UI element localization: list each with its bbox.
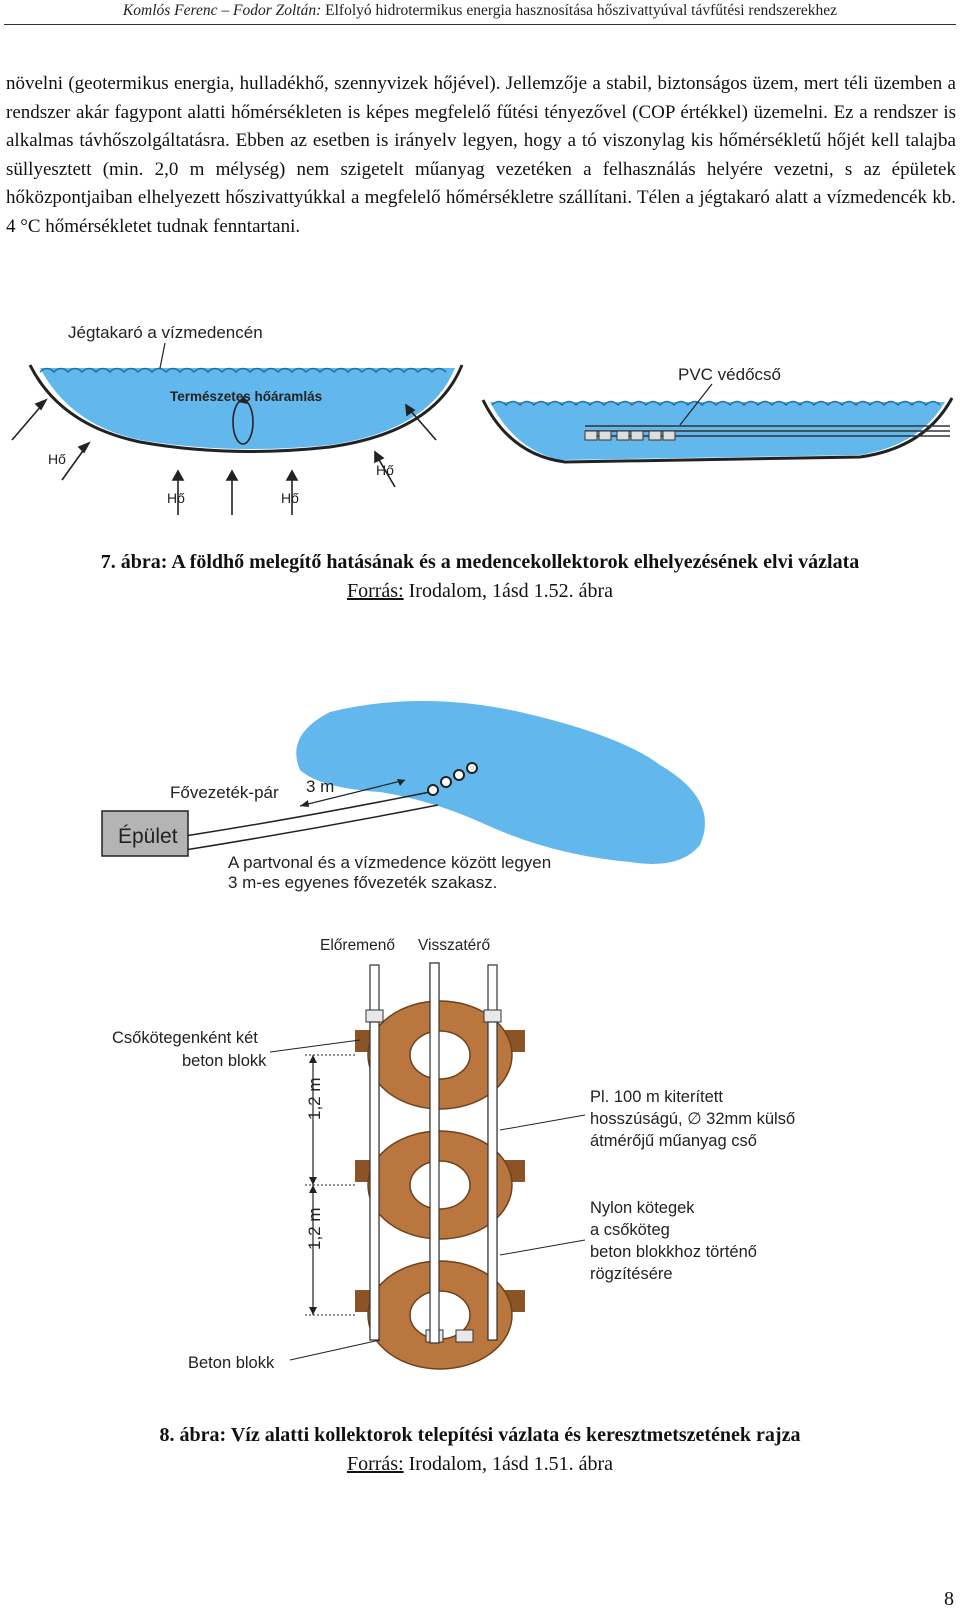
figure-8-plan: Fővezeték-pár 3 m Épület A partvonal és … <box>101 701 795 1372</box>
nylon-label-line-4: rögzítésére <box>590 1265 673 1283</box>
dimension-label-2: 1,2 m <box>305 1207 324 1250</box>
pond-left-water <box>40 368 455 449</box>
figure-7-caption-title: 7. ábra: A földhő melegítő hatásának és … <box>100 551 860 573</box>
figure-7-source-text: Irodalom, 1ásd 1.52. ábra <box>403 580 614 602</box>
header-title: Elfolyó hidrotermikus energia hasznosítá… <box>325 2 838 19</box>
pipe-pointer <box>499 1114 586 1131</box>
figure-7-caption: 7. ábra: A földhő melegítő hatásának és … <box>0 548 960 606</box>
pipe-label-line-3: átmérőjű műanyag cső <box>590 1132 757 1150</box>
ice-label: Jégtakaró a vízmedencén <box>68 323 263 342</box>
natural-flow-label: Természetes hőáramlás <box>170 389 322 404</box>
concrete-block-1 <box>355 1000 525 1110</box>
pond-plan <box>296 701 705 864</box>
pipe-label-line-1: Pl. 100 m kiterített <box>590 1088 723 1106</box>
body-paragraph: növelni (geotermikus energia, hulladékhő… <box>6 73 956 237</box>
pvc-pointer <box>679 383 713 426</box>
main-pipe-2 <box>184 804 439 851</box>
dimension-label-1: 1,2 m <box>305 1077 324 1120</box>
figure-7-source-label: Forrás: <box>346 580 404 602</box>
pvc-pipe <box>585 425 950 437</box>
building-label: Épület <box>118 825 178 848</box>
pvc-label: PVC védőcső <box>678 365 781 384</box>
body-text: növelni (geotermikus energia, hulladékhő… <box>6 70 956 242</box>
dimension-arrowheads <box>309 1055 317 1315</box>
building-box <box>101 810 189 857</box>
ice-waves-right <box>491 400 941 407</box>
nylon-pointer <box>499 1239 586 1256</box>
nylon-label-line-2: a csőköteg <box>590 1221 670 1239</box>
nylon-label-line-1: Nylon kötegek <box>590 1199 695 1217</box>
figure-8-caption: 8. ábra: Víz alatti kollektorok telepíté… <box>0 1421 960 1479</box>
blocks-label-line-1: Csőkötegenként két <box>112 1029 258 1047</box>
ice-pointer <box>159 342 166 369</box>
collector-rings <box>427 762 478 796</box>
heat-label-1: Hő <box>48 451 66 467</box>
heat-arrows <box>11 398 437 515</box>
running-header: Komlós Ferenc – Fodor Zoltán: Elfolyó hi… <box>0 0 960 26</box>
header-rule <box>4 24 956 25</box>
heat-label-2: Hő <box>167 490 185 506</box>
figure-8-source-text: Irodalom, 1ásd 1.51. ábra <box>403 1453 614 1475</box>
figure-8-caption-title: 8. ábra: Víz alatti kollektorok telepíté… <box>159 1424 801 1446</box>
header-authors: Komlós Ferenc – Fodor Zoltán: <box>122 2 322 19</box>
collector-blocks <box>584 430 676 441</box>
nylon-label-line-3: beton blokkhoz történő <box>590 1243 757 1261</box>
ice-waves <box>39 367 447 374</box>
three-m-label: 3 m <box>306 777 334 796</box>
natural-flow-arrowhead <box>238 396 248 404</box>
figure-8-source-label: Forrás: <box>346 1453 404 1475</box>
concrete-block-2 <box>355 1130 525 1240</box>
page-number: 8 <box>944 1588 954 1610</box>
return-label: Visszatérő <box>418 937 490 954</box>
vertical-pipes-front <box>369 962 498 1344</box>
concrete-block-pointer <box>289 1339 381 1361</box>
heat-label-4: Hő <box>376 462 394 478</box>
main-pipe-1 <box>184 791 431 837</box>
note-line-1: A partvonal és a vízmedence között legye… <box>228 853 551 872</box>
flow-label: Előremenő <box>320 937 395 954</box>
concrete-block-3 <box>355 1260 525 1370</box>
blocks-label-line-2: beton blokk <box>182 1052 267 1070</box>
blocks-pointer <box>269 1039 361 1053</box>
note-line-2: 3 m-es egyenes fővezeték szakasz. <box>228 873 497 892</box>
main-pipe-pair-label: Fővezeték-pár <box>170 783 279 802</box>
heat-label-3: Hő <box>281 490 299 506</box>
concrete-block-label: Beton blokk <box>188 1354 275 1372</box>
figure-7: Jégtakaró a vízmedencén Természetes hőár… <box>11 323 954 515</box>
three-m-dimension <box>299 779 406 807</box>
pipe-label-line-2: hosszúságú, ∅ 32mm külső <box>590 1110 795 1128</box>
